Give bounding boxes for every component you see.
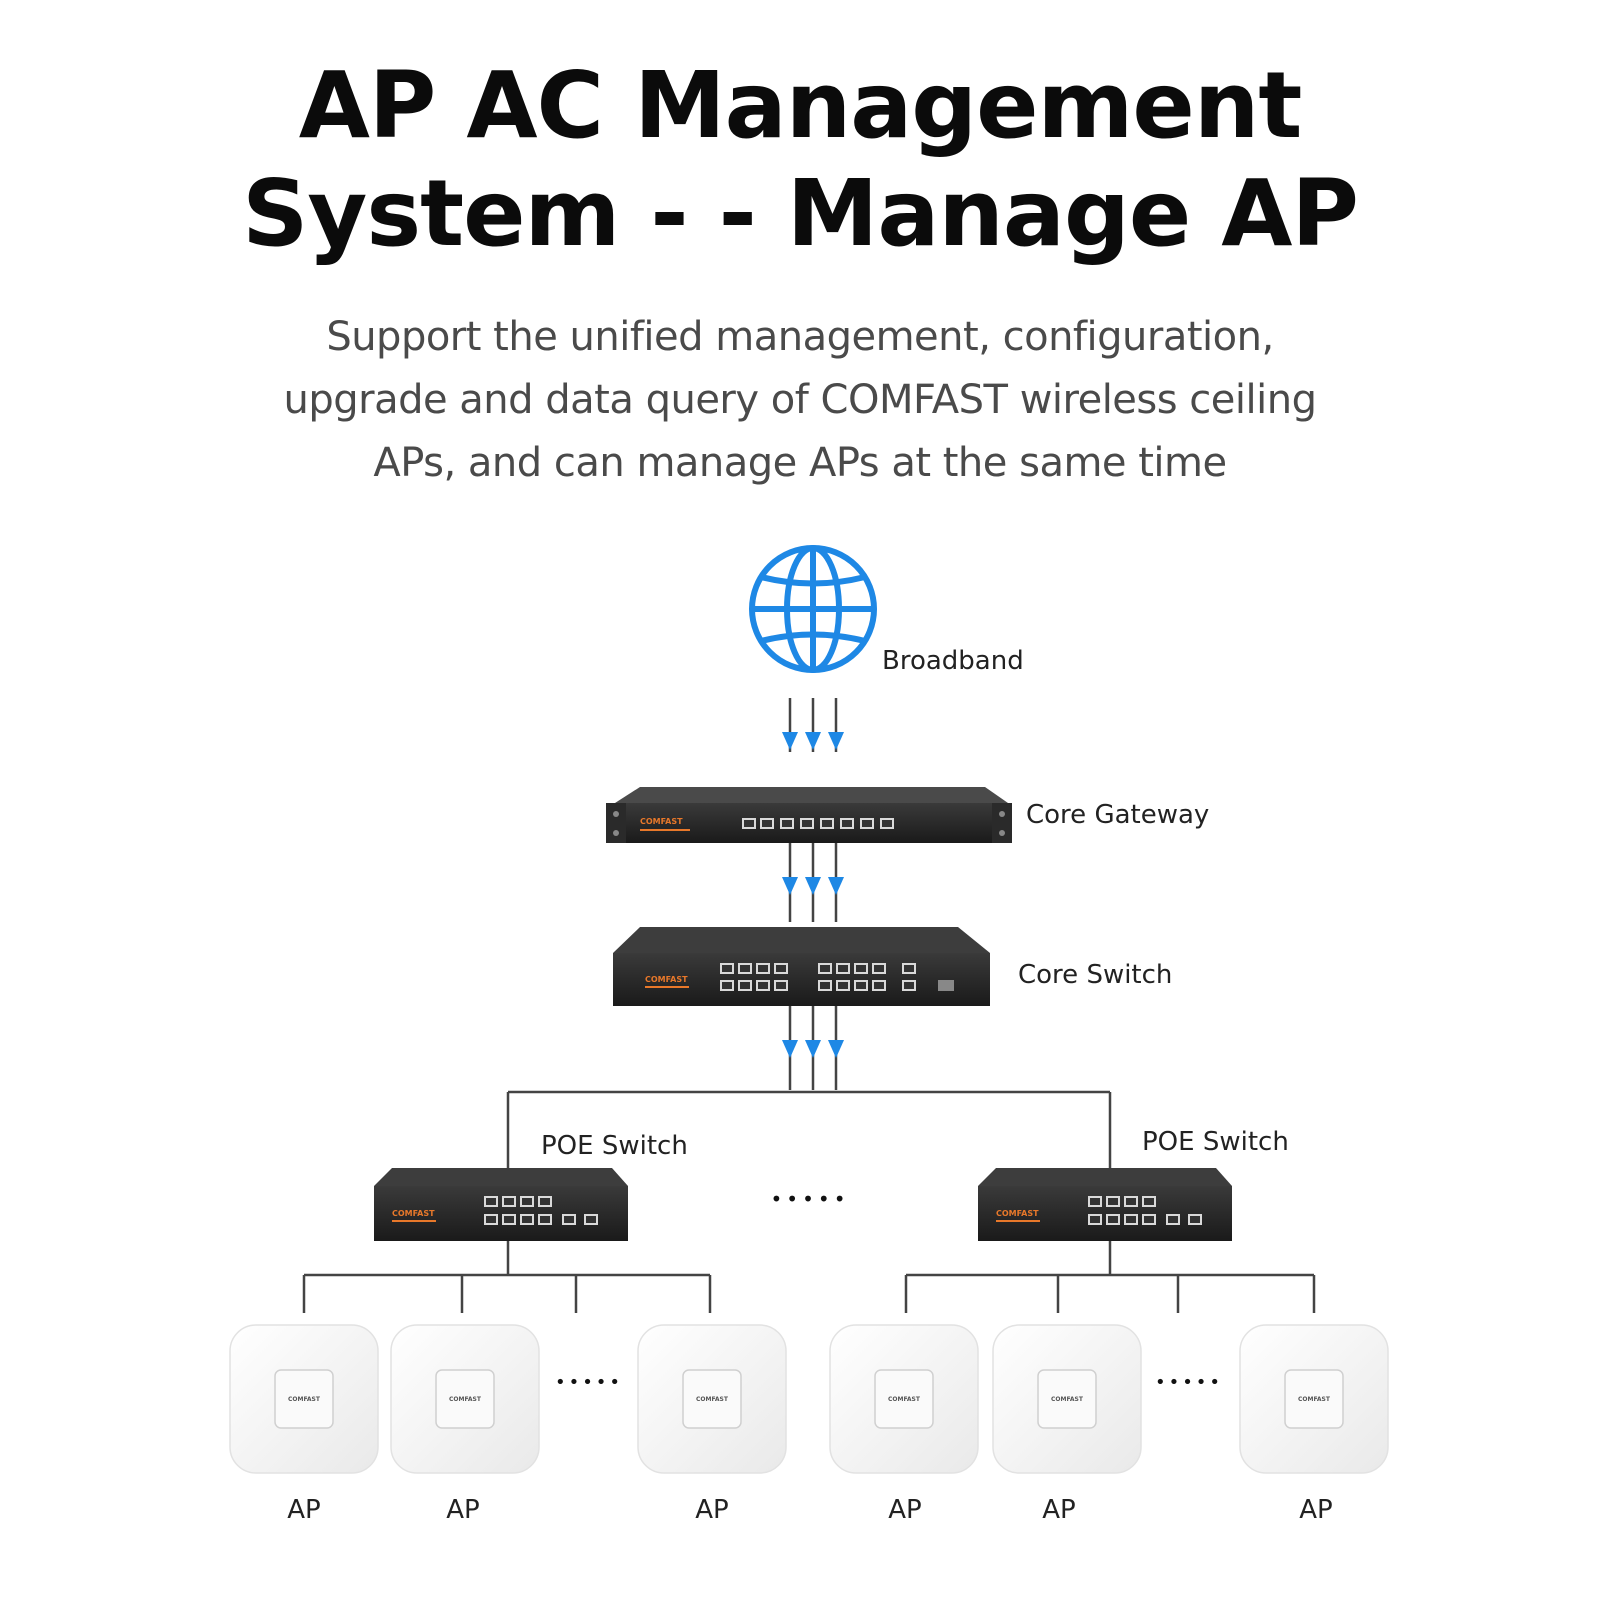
gateway-label: Core Gateway xyxy=(1026,800,1209,830)
core-switch-label: Core Switch xyxy=(1018,960,1172,990)
ap-ellipsis-left: ••••• xyxy=(555,1372,623,1393)
title-line-1: AP AC Management xyxy=(298,52,1303,159)
poe-switch-left-label: POE Switch xyxy=(541,1131,688,1161)
ap-device: COMFAST xyxy=(829,1324,979,1474)
ap-device: COMFAST xyxy=(229,1324,379,1474)
distribution-lines xyxy=(506,1090,1112,1168)
arrows-broadband-to-gateway xyxy=(782,698,844,752)
ap-device: COMFAST xyxy=(390,1324,540,1474)
poe-switch-left-device: COMFAST xyxy=(374,1168,628,1241)
page-title: AP AC Management System - - Manage AP xyxy=(0,52,1600,268)
ap-ellipsis-right: ••••• xyxy=(1155,1372,1223,1393)
ap-lines-left xyxy=(302,1241,712,1313)
ap-brand: COMFAST xyxy=(888,1396,921,1403)
ap-device: COMFAST xyxy=(992,1324,1142,1474)
switch-ellipsis: ••••• xyxy=(771,1187,850,1211)
ap-label: AP xyxy=(888,1495,921,1525)
ap-device: COMFAST xyxy=(1239,1324,1389,1474)
poe-switch-right-label: POE Switch xyxy=(1142,1127,1289,1157)
core-switch-brand: COMFAST xyxy=(645,975,688,984)
subtitle-line-2: upgrade and data query of COMFAST wirele… xyxy=(283,377,1317,423)
arrows-switch-to-bus xyxy=(782,1006,844,1090)
subtitle-line-3: APs, and can manage APs at the same time xyxy=(373,440,1227,486)
title-line-2: System - - Manage AP xyxy=(242,160,1359,267)
poe-right-brand: COMFAST xyxy=(996,1209,1039,1218)
ap-label: AP xyxy=(1042,1495,1075,1525)
ap-label: AP xyxy=(446,1495,479,1525)
poe-switch-right-device: COMFAST xyxy=(978,1168,1232,1241)
arrow-down-icon xyxy=(782,1040,844,1058)
arrow-down-icon xyxy=(782,732,844,750)
subtitle-line-1: Support the unified management, configur… xyxy=(326,314,1274,360)
gateway-device: COMFAST xyxy=(606,787,1012,843)
ap-label: AP xyxy=(287,1495,320,1525)
ap-brand: COMFAST xyxy=(1298,1396,1331,1403)
ap-label: AP xyxy=(1299,1495,1332,1525)
ap-brand: COMFAST xyxy=(696,1396,729,1403)
ap-brand: COMFAST xyxy=(288,1396,321,1403)
arrows-gateway-to-switch xyxy=(782,843,844,922)
page-subtitle: Support the unified management, configur… xyxy=(0,306,1600,495)
ap-brand: COMFAST xyxy=(449,1396,482,1403)
poe-left-brand: COMFAST xyxy=(392,1209,435,1218)
ap-device: COMFAST xyxy=(637,1324,787,1474)
broadband-label: Broadband xyxy=(882,646,1024,676)
gateway-brand: COMFAST xyxy=(640,817,683,826)
ap-lines-right xyxy=(904,1241,1316,1313)
core-switch-device: COMFAST xyxy=(613,927,990,1006)
ap-label: AP xyxy=(695,1495,728,1525)
arrow-down-icon xyxy=(782,877,844,895)
ap-brand: COMFAST xyxy=(1051,1396,1084,1403)
globe-icon xyxy=(749,545,877,673)
